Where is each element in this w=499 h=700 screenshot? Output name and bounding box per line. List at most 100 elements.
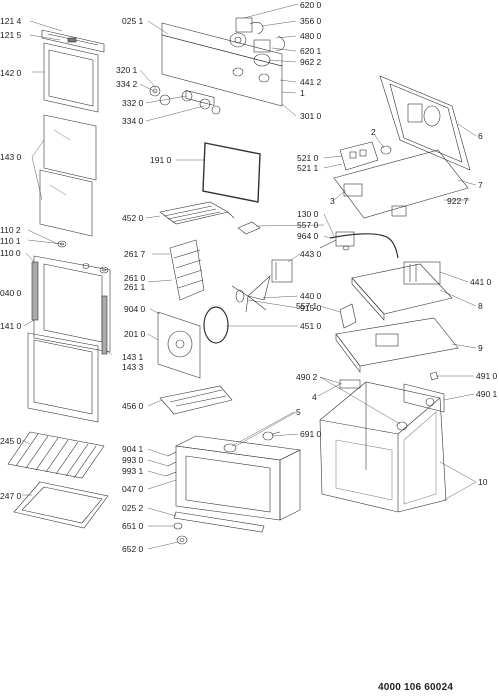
knobs-332-334	[149, 85, 221, 115]
bracket-5	[223, 443, 237, 453]
part-label-143-0: 143 0	[0, 152, 22, 162]
top-panel-7	[333, 145, 469, 219]
thermostat-130	[319, 231, 355, 251]
part-label-962-2: 962 2	[300, 57, 322, 67]
part-label-130-0: 130 0	[297, 209, 319, 219]
part-label-557-0: 557 0	[297, 220, 319, 230]
baking-tray-247	[13, 481, 109, 529]
part-label-143-1: 143 1	[122, 352, 144, 362]
wire-shelf-245	[7, 431, 105, 479]
grill-element-456	[159, 385, 233, 415]
door-inner-seal	[27, 332, 99, 423]
fan-blade-440	[231, 275, 271, 313]
oven-door-seal-191	[202, 142, 261, 203]
fan-bracket-441	[403, 261, 441, 285]
callout-7: 7	[478, 180, 483, 190]
door-inner-glass-143	[39, 114, 97, 237]
part-label-456-0: 456 0	[122, 401, 144, 411]
part-label-332-0: 332 0	[122, 98, 144, 108]
callout-1: 1	[300, 88, 305, 98]
part-label-110-1: 110 1	[0, 236, 21, 246]
part-label-557-1: 557 1	[296, 301, 318, 311]
part-label-993-0: 993 0	[122, 455, 144, 465]
part-label-320-1: 320 1	[116, 65, 138, 75]
part-label-691-0: 691 0	[300, 429, 322, 439]
oven-cavity-047	[174, 435, 302, 521]
circular-element-451	[203, 306, 229, 344]
terminal-block-490	[339, 379, 408, 431]
part-label-121-5: 121 5	[0, 30, 22, 40]
callout-6: 6	[478, 131, 483, 141]
part-label-904-1: 904 1	[122, 444, 144, 454]
part-label-025-1: 025 1	[122, 16, 144, 26]
thermal-cutout-691	[262, 431, 281, 441]
part-label-261-7: 261 7	[124, 249, 146, 259]
fan-cover-201	[157, 311, 201, 379]
part-label-141-0: 141 0	[0, 321, 22, 331]
part-label-040-0: 040 0	[0, 288, 22, 298]
part-label-334-0: 334 0	[122, 116, 144, 126]
part-label-922-7: 922 7	[447, 196, 469, 206]
part-label-993-1: 993 1	[122, 466, 144, 476]
part-label-620-1: 620 1	[300, 46, 322, 56]
part-label-490-2: 490 2	[296, 372, 318, 382]
callout-5: 5	[296, 407, 301, 417]
control-pcb-521	[339, 141, 379, 171]
cavity-top-9	[335, 317, 459, 373]
part-label-964-0: 964 0	[297, 231, 319, 241]
callout-9: 9	[478, 343, 483, 353]
selector-switches-356-620	[229, 17, 271, 67]
capillary-tube-964	[329, 233, 399, 259]
part-label-334-2: 334 2	[116, 79, 138, 89]
part-label-490-1: 490 1	[476, 389, 498, 399]
part-label-121-4: 121 4	[0, 16, 22, 26]
part-label-441-0: 441 0	[470, 277, 492, 287]
callout-8: 8	[478, 301, 483, 311]
outer-casing-10	[319, 381, 447, 513]
part-label-521-0: 521 0	[297, 153, 319, 163]
part-label-521-1: 521 1	[297, 163, 319, 173]
part-label-480-0: 480 0	[300, 31, 322, 41]
back-panel-6	[379, 75, 471, 171]
part-label-356-0: 356 0	[300, 16, 322, 26]
document-number: 4000 106 60024	[378, 682, 454, 693]
rear-panel-490-1	[403, 383, 445, 413]
part-label-191-0: 191 0	[150, 155, 172, 165]
wiring-620-1	[249, 22, 285, 51]
part-label-201-0: 201 0	[124, 329, 146, 339]
door-frame-141	[31, 255, 111, 355]
bracket-557-1	[339, 303, 357, 329]
part-label-110-2: 110 2	[0, 225, 21, 235]
bottom-strip-025-2	[173, 511, 265, 533]
callout-4: 4	[312, 392, 317, 402]
side-runners-261	[169, 239, 205, 301]
door-top-trim	[41, 29, 105, 53]
part-label-247-0: 247 0	[0, 491, 22, 501]
callout-10: 10	[478, 477, 488, 487]
part-label-620-0: 620 0	[300, 0, 322, 10]
cooling-duct-8	[351, 263, 453, 321]
door-outer-glass-142	[43, 42, 99, 113]
part-label-261-0: 261 0	[124, 273, 146, 283]
part-label-047-0: 047 0	[122, 484, 144, 494]
part-label-441-2: 441 2	[300, 77, 322, 87]
bracket-557	[237, 221, 261, 235]
feet-651-652	[173, 522, 188, 545]
part-label-261-1: 261 1	[124, 282, 146, 292]
part-label-651-0: 651 0	[122, 521, 144, 531]
heating-element-452	[159, 201, 235, 225]
part-label-452-0: 452 0	[122, 213, 144, 223]
part-label-143-3: 143 3	[122, 362, 144, 372]
part-label-142-0: 142 0	[0, 68, 22, 78]
small-screws-904-993	[165, 451, 177, 477]
connector-491	[429, 371, 439, 381]
leader-lines	[21, 3, 477, 550]
callout-3: 3	[330, 196, 335, 206]
part-label-915-0: 915 0	[300, 303, 322, 313]
part-label-451-0: 451 0	[300, 321, 322, 331]
part-label-491-0: 491 0	[476, 371, 498, 381]
motor-443	[271, 259, 293, 283]
part-label-904-0: 904 0	[124, 304, 146, 314]
